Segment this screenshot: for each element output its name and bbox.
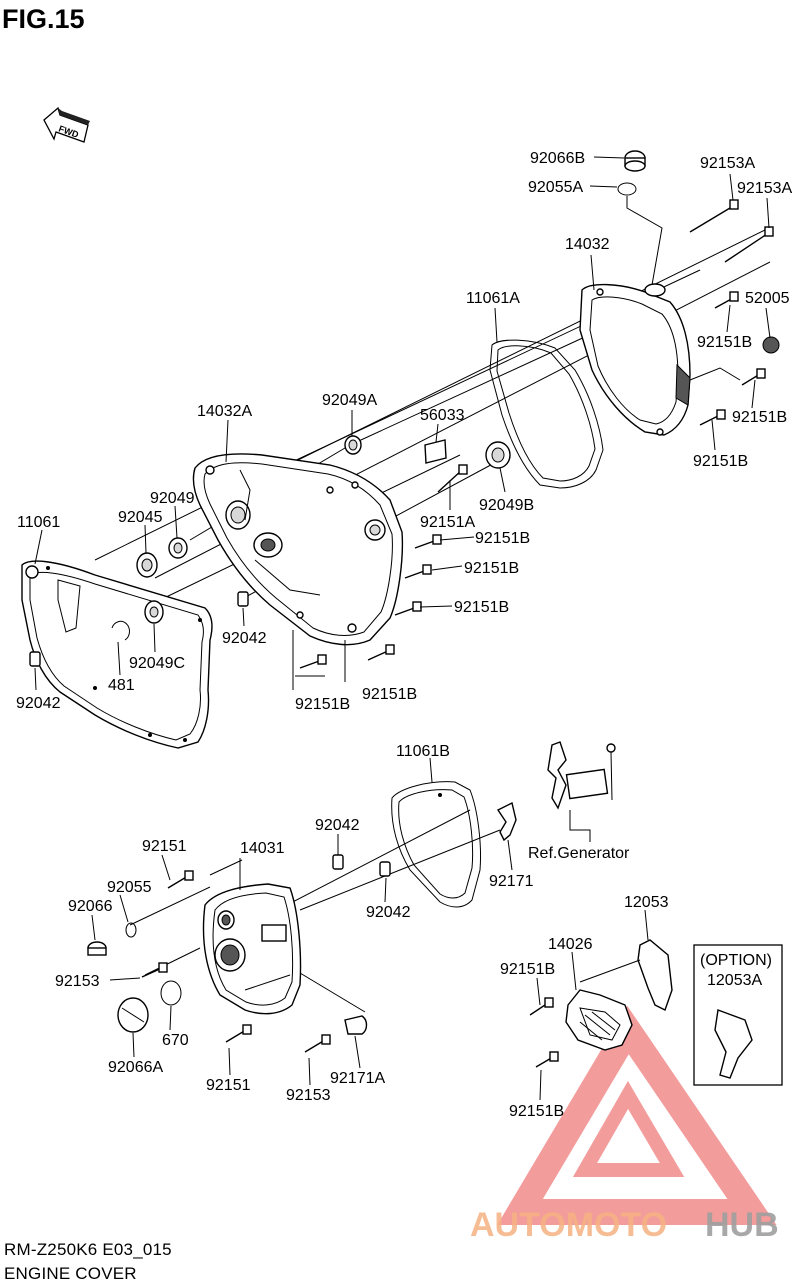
model-code: RM-Z250K6 E03_015	[4, 1240, 172, 1259]
label-92049C: 92049C	[129, 655, 185, 672]
label-option: (OPTION)	[700, 952, 772, 969]
label-92066: 92066	[68, 898, 113, 915]
oring-92055	[125, 922, 137, 938]
option-box	[693, 944, 783, 1086]
label-92055A: 92055A	[528, 179, 583, 196]
plug-92066	[87, 941, 107, 956]
label-92153-2: 92153	[286, 1087, 331, 1104]
watermark-logo	[497, 1005, 777, 1225]
label-92153A-1: 92153A	[700, 155, 755, 172]
label-92045: 92045	[118, 509, 163, 526]
clamp-92171	[496, 801, 517, 842]
gasket-11061A	[489, 339, 604, 489]
circlip-481	[111, 620, 130, 641]
guard-12053	[637, 939, 673, 1011]
cover-14026	[565, 989, 633, 1051]
oil-seal-92049B	[485, 441, 511, 469]
seal-92049	[168, 537, 188, 559]
label-92151B-10: 92151B	[509, 1103, 564, 1120]
clamp-92171A	[344, 1015, 368, 1035]
label-92049: 92049	[150, 490, 195, 507]
label-52005: 52005	[745, 290, 790, 307]
leaders-upper	[34, 156, 771, 691]
label-92151B-9: 92151B	[500, 961, 555, 978]
label-92151B-4: 92151B	[475, 530, 530, 547]
label-11061B: 11061B	[396, 743, 450, 760]
label-92049B: 92049B	[479, 497, 534, 514]
label-11061: 11061	[17, 514, 60, 531]
oring-92055A	[617, 182, 637, 196]
label-92042-4: 92042	[366, 904, 411, 921]
fwd-arrow-icon: FWD	[43, 106, 90, 143]
figure-title: FIG.15	[2, 4, 85, 34]
watermark-brand-part2: HUB	[705, 1206, 779, 1244]
label-92151-1: 92151	[142, 838, 187, 855]
label-12053A: 12053A	[707, 972, 762, 989]
plug-92066B	[624, 150, 646, 172]
label-92151B-7: 92151B	[295, 696, 350, 713]
clutch-cover-14032	[579, 283, 691, 436]
label-92066A: 92066A	[108, 1059, 163, 1076]
bolts-upper	[299, 199, 774, 669]
gasket-11061	[21, 560, 213, 749]
label-14026: 14026	[548, 936, 593, 953]
label-56033: 56033	[420, 407, 465, 424]
label-92151A: 92151A	[420, 514, 475, 531]
label-92066B: 92066B	[530, 150, 585, 167]
label-11061A: 11061A	[466, 290, 520, 307]
label-481: 481	[108, 677, 135, 694]
cap-52005	[762, 336, 780, 354]
label-92151B-2: 92151B	[732, 409, 787, 426]
label-92049A: 92049A	[322, 392, 377, 409]
bearing-92045	[136, 552, 158, 578]
dowels-92042-lower	[332, 854, 391, 877]
plate-56033	[424, 439, 447, 464]
label-92153A-2: 92153A	[737, 180, 792, 197]
crankcase-cover-14032A	[192, 453, 404, 646]
label-92042-2: 92042	[16, 695, 61, 712]
label-14032: 14032	[565, 236, 610, 253]
label-14032A: 14032A	[197, 403, 252, 420]
label-92055: 92055	[107, 879, 152, 896]
figure-caption: ENGINE COVER	[4, 1264, 137, 1283]
oil-seal-92049A	[344, 435, 362, 455]
generator-ref-parts	[547, 741, 616, 810]
bolts-lower	[141, 870, 559, 1068]
label-92151-2: 92151	[206, 1077, 251, 1094]
watermark-brand-part1: AUTOMOTO	[470, 1206, 667, 1244]
label-92151B-3: 92151B	[693, 453, 748, 470]
dowel-92042	[29, 591, 249, 667]
label-92171A: 92171A	[330, 1070, 385, 1087]
label-92171: 92171	[489, 873, 534, 890]
part-labels: 92066B 92055A 92153A 92153A 14032 52005 …	[16, 150, 792, 1120]
leaders-lower	[91, 757, 649, 1101]
magneto-cover-14031	[202, 883, 302, 1015]
plug-92066A	[117, 997, 149, 1033]
label-92151B-8: 92151B	[362, 686, 417, 703]
gasket-11061B	[391, 781, 481, 908]
label-92042-1: 92042	[222, 630, 267, 647]
label-92153-1: 92153	[55, 973, 100, 990]
label-92151B-5: 92151B	[464, 560, 519, 577]
label-12053: 12053	[624, 894, 669, 911]
label-92151B-1: 92151B	[697, 334, 752, 351]
seal-92049C	[144, 600, 164, 624]
label-14031: 14031	[240, 840, 285, 857]
oring-670	[160, 980, 182, 1006]
label-670: 670	[162, 1032, 189, 1049]
label-ref-generator: Ref.Generator	[528, 845, 630, 862]
label-92151B-6: 92151B	[454, 599, 509, 616]
label-92042-3: 92042	[315, 817, 360, 834]
watermark-brand: AUTOMOTO HUB	[470, 1206, 779, 1244]
